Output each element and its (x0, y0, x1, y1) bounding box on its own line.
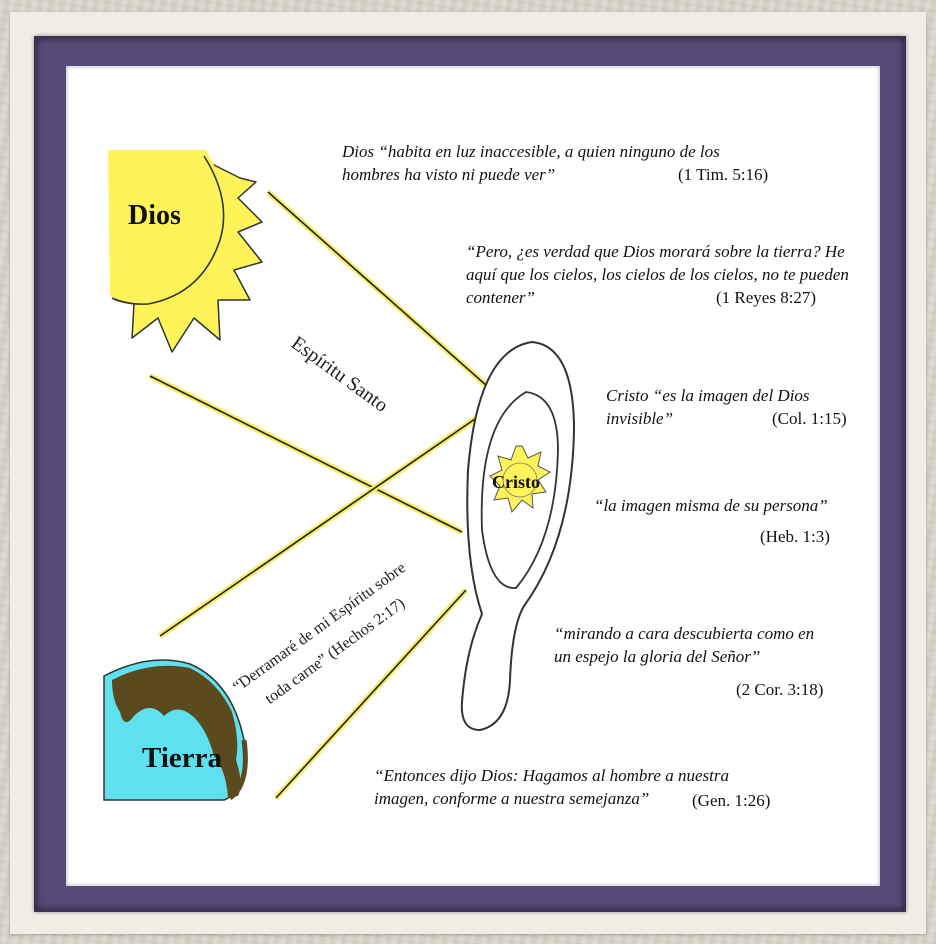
quote-tim-line1: Dios “habita en luz inaccesible, a quien… (342, 142, 720, 161)
quote-reyes-line2: aquí que los cielos, los cielos de los c… (466, 265, 849, 284)
sun-icon (108, 150, 262, 352)
quote-heb: “la imagen misma de su persona” (Heb. 1:… (594, 494, 854, 517)
quote-gen-ref: (Gen. 1:26) (692, 789, 770, 812)
earth-icon (104, 660, 245, 800)
quote-heb-ref: (Heb. 1:3) (760, 525, 830, 548)
quote-cor-line1: “mirando a cara descubierta como en (554, 624, 814, 643)
quote-tim-line2: hombres ha visto ni puede ver” (342, 165, 555, 184)
earth-label: Tierra (142, 742, 222, 775)
sun-label: Dios (128, 200, 181, 232)
quote-heb-line1: “la imagen misma de su persona” (594, 496, 828, 515)
quote-reyes: “Pero, ¿es verdad que Dios morará sobre … (466, 240, 876, 309)
quote-reyes-line3: contener” (466, 288, 535, 307)
quote-gen-line2: imagen, conforme a nuestra semejanza” (374, 789, 649, 808)
quote-tim-ref: (1 Tim. 5:16) (678, 163, 768, 186)
quote-col-ref: (Col. 1:15) (772, 407, 847, 430)
quote-col-line1: Cristo “es la imagen del Dios (606, 386, 810, 405)
quote-col-line2: invisible” (606, 409, 673, 428)
quote-reyes-line1: “Pero, ¿es verdad que Dios morará sobre … (466, 242, 845, 261)
mirror-label: Cristo (492, 472, 540, 493)
quote-gen-line1: “Entonces dijo Dios: Hagamos al hombre a… (374, 766, 729, 785)
mirror-icon (462, 342, 574, 730)
quote-tim: Dios “habita en luz inaccesible, a quien… (342, 140, 822, 186)
quote-col: Cristo “es la imagen del Dios invisible”… (606, 384, 866, 430)
quote-cor-ref: (2 Cor. 3:18) (736, 678, 823, 701)
quote-gen: “Entonces dijo Dios: Hagamos al hombre a… (374, 764, 814, 810)
quote-cor-line2: un espejo la gloria del Señor” (554, 647, 760, 666)
quote-cor: “mirando a cara descubierta como en un e… (554, 622, 854, 668)
quote-reyes-ref: (1 Reyes 8:27) (716, 286, 816, 309)
